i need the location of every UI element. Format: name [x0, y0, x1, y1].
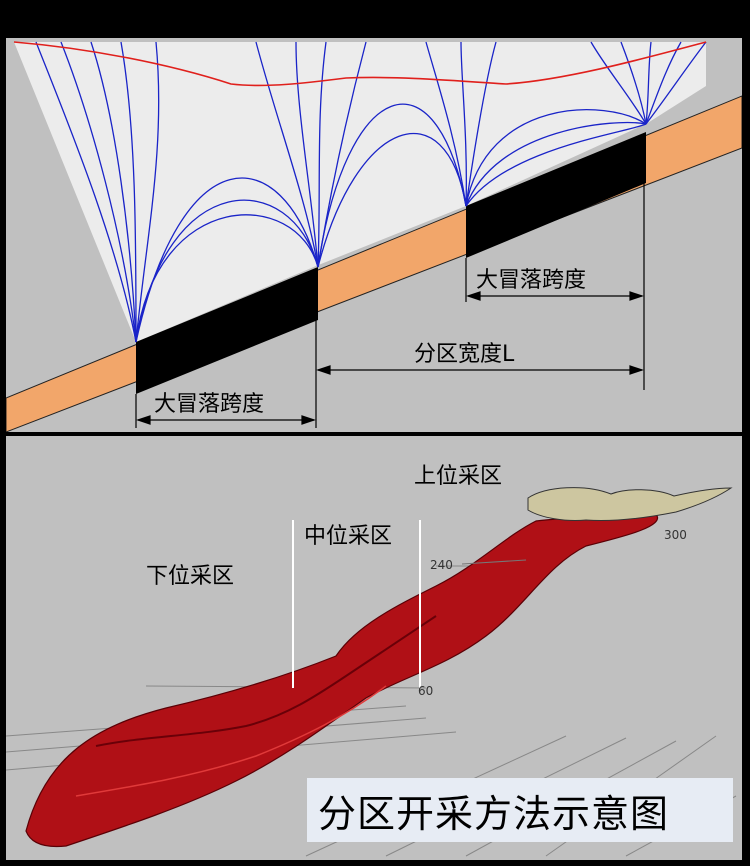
- caption-box: [307, 778, 733, 842]
- orebody-fold-2: [75, 685, 387, 797]
- surface-block: [527, 487, 733, 522]
- zone-width-label: 分区宽度L: [414, 342, 515, 367]
- figure-caption: 分区开采方法示意图: [318, 792, 670, 836]
- orebody-shape: [25, 513, 659, 848]
- caving-cross-section-diagram: [6, 41, 742, 432]
- subsidence-curves: [35, 41, 707, 343]
- caving-cross-section-panel: [6, 38, 742, 432]
- dimension-lines: [135, 183, 645, 428]
- caving-span-label-lower: 大冒落跨度: [154, 392, 265, 417]
- middle-zone-label: 中位采区: [304, 524, 393, 549]
- mined-block-upper: [466, 132, 646, 258]
- tick-240: 240: [430, 558, 453, 572]
- mined-block-lower: [136, 267, 318, 394]
- orebody-fold: [95, 615, 437, 747]
- caving-span-label-upper: 大冒落跨度: [476, 268, 587, 293]
- surface-subsidence-curve: [13, 41, 707, 87]
- tick-leader: [461, 559, 527, 565]
- lower-zone-label: 下位采区: [146, 564, 235, 589]
- upper-zone-label: 上位采区: [414, 464, 503, 489]
- tick-60: 60: [418, 684, 434, 698]
- tick-300: 300: [664, 528, 687, 542]
- caving-zone-fill: [14, 42, 706, 342]
